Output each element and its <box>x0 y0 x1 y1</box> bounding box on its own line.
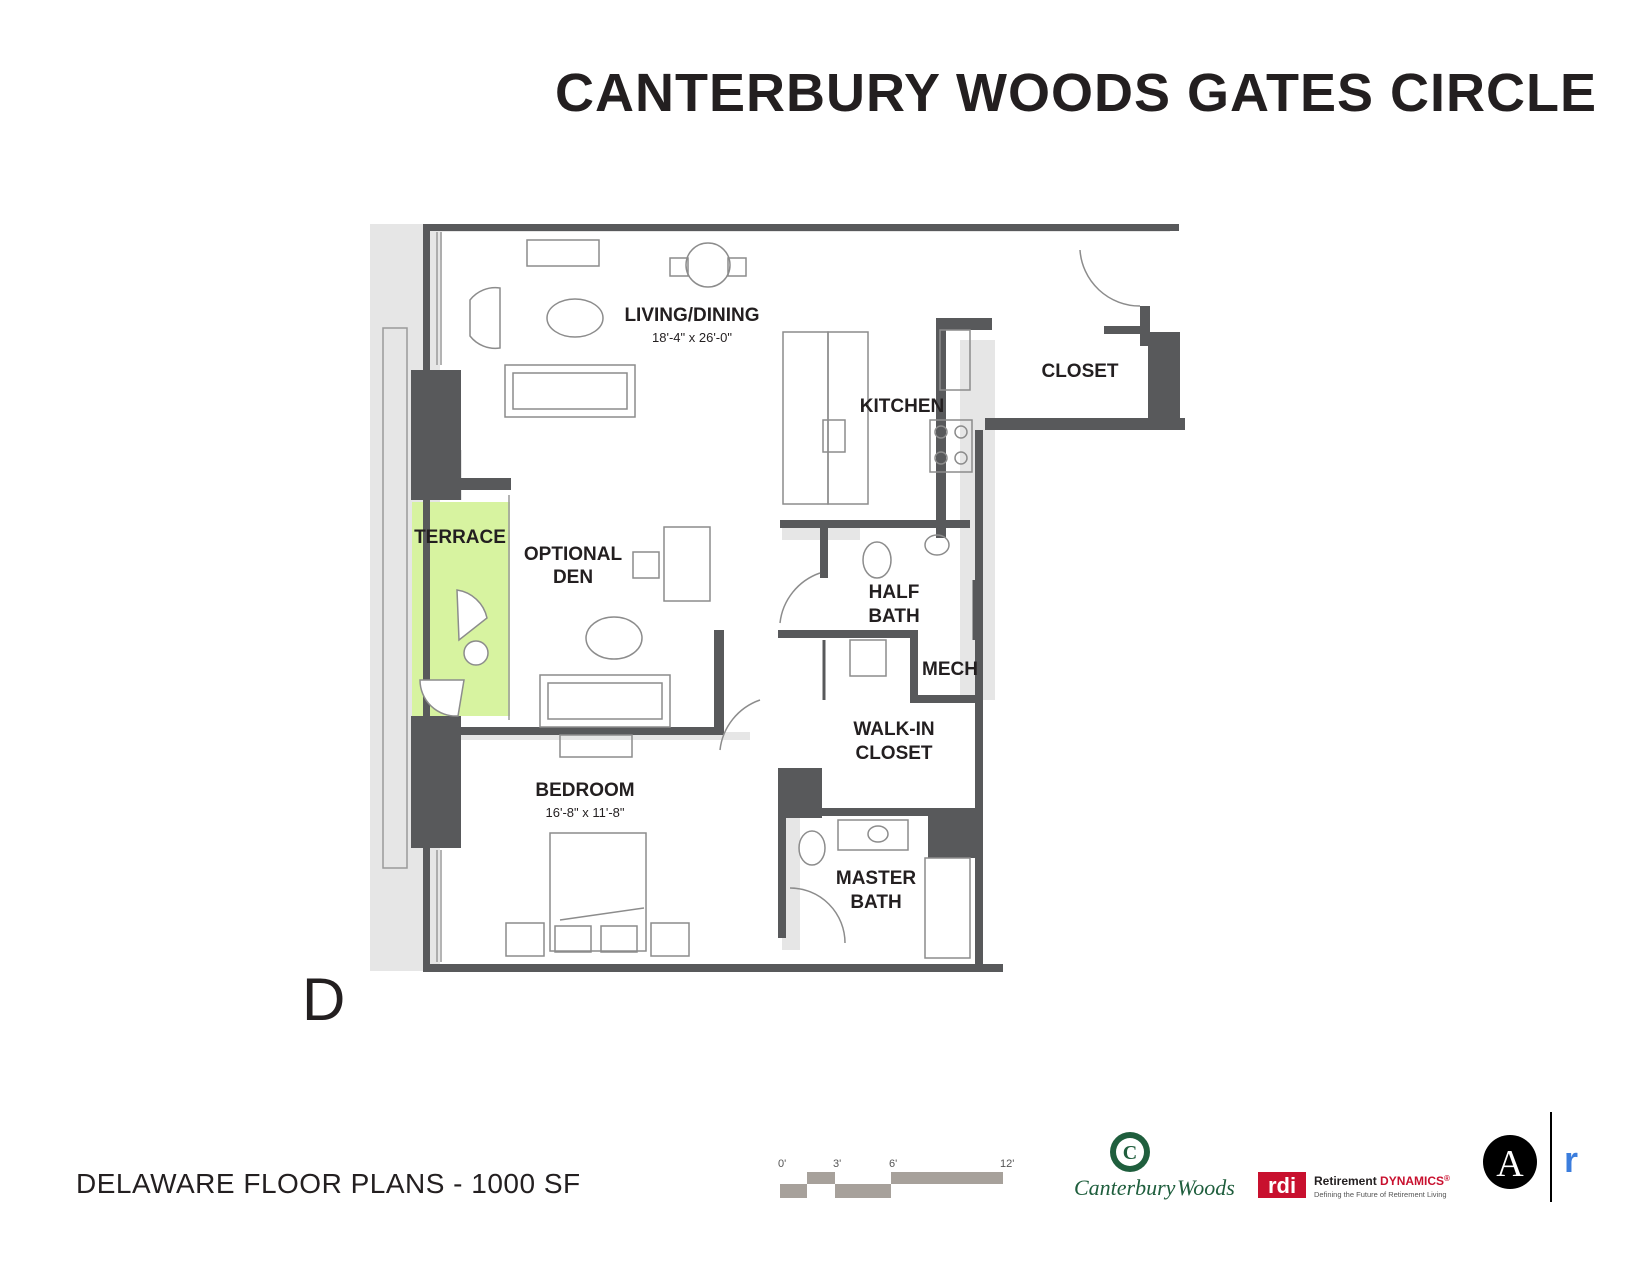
room-label-walkin-line2: CLOSET <box>855 743 932 764</box>
plan-windows <box>382 232 510 962</box>
room-label-living-dining: LIVING/DINING <box>624 305 759 326</box>
plan-walls <box>411 224 1185 972</box>
scale-bar: 0' 3' 6' 12' <box>778 1158 1014 1198</box>
ar-letter-r: r <box>1564 1139 1578 1180</box>
rdi-tagline: Defining the Future of Retirement Living <box>1314 1190 1447 1199</box>
scale-label-12: 12' <box>1000 1158 1014 1170</box>
room-label-terrace: TERRACE <box>414 527 506 548</box>
rdi-name-part2: DYNAMICS <box>1380 1174 1444 1188</box>
room-label-bedroom: BEDROOM <box>535 780 634 801</box>
footer-title: DELAWARE FLOOR PLANS - 1000 SF <box>76 1168 581 1199</box>
room-label-kitchen: KITCHEN <box>860 396 944 417</box>
svg-text:Retirement DYNAMICS®: Retirement DYNAMICS® <box>1314 1174 1450 1188</box>
scale-label-6: 6' <box>889 1158 897 1170</box>
room-label-master-bath-line1: MASTER <box>836 868 917 889</box>
room-label-den-line2: DEN <box>553 567 593 588</box>
plan-doors <box>822 580 976 700</box>
rdi-mark: rdi <box>1268 1173 1296 1198</box>
plan-floor <box>442 232 1172 952</box>
canterbury-woods-logo: C Canterbury Woods <box>1074 1132 1235 1200</box>
scale-label-3: 3' <box>833 1158 841 1170</box>
room-label-mech: MECH <box>922 659 978 680</box>
canterbury-monogram: C <box>1123 1142 1137 1164</box>
canterbury-name-part1: Canterbury <box>1074 1175 1176 1200</box>
rdi-name-part1: Retirement <box>1314 1174 1380 1188</box>
rdi-trademark: ® <box>1444 1174 1450 1183</box>
ar-letter-a: A <box>1496 1143 1524 1185</box>
room-dims-bedroom: 16'-8" x 11'-8" <box>546 805 625 820</box>
plan-furniture <box>469 239 1141 959</box>
ar-logo: A r <box>1483 1112 1578 1202</box>
retirement-dynamics-logo: rdi Retirement DYNAMICS® Defining the Fu… <box>1258 1172 1450 1199</box>
room-label-den-line1: OPTIONAL <box>524 544 623 565</box>
room-label-half-bath-line1: HALF <box>869 582 920 603</box>
canterbury-name-part2: Woods <box>1177 1175 1235 1200</box>
room-dims-living-dining: 18'-4" x 26'-0" <box>652 330 732 345</box>
terrace-furniture <box>419 589 489 717</box>
room-label-walkin-line1: WALK-IN <box>853 719 934 740</box>
scale-label-0: 0' <box>778 1158 786 1170</box>
page-title: CANTERBURY WOODS GATES CIRCLE <box>554 63 1597 123</box>
room-label-master-bath-line2: BATH <box>850 892 901 913</box>
room-label-closet: CLOSET <box>1041 361 1118 382</box>
plan-letter: D <box>302 966 346 1033</box>
room-label-half-bath-line2: BATH <box>868 606 919 627</box>
